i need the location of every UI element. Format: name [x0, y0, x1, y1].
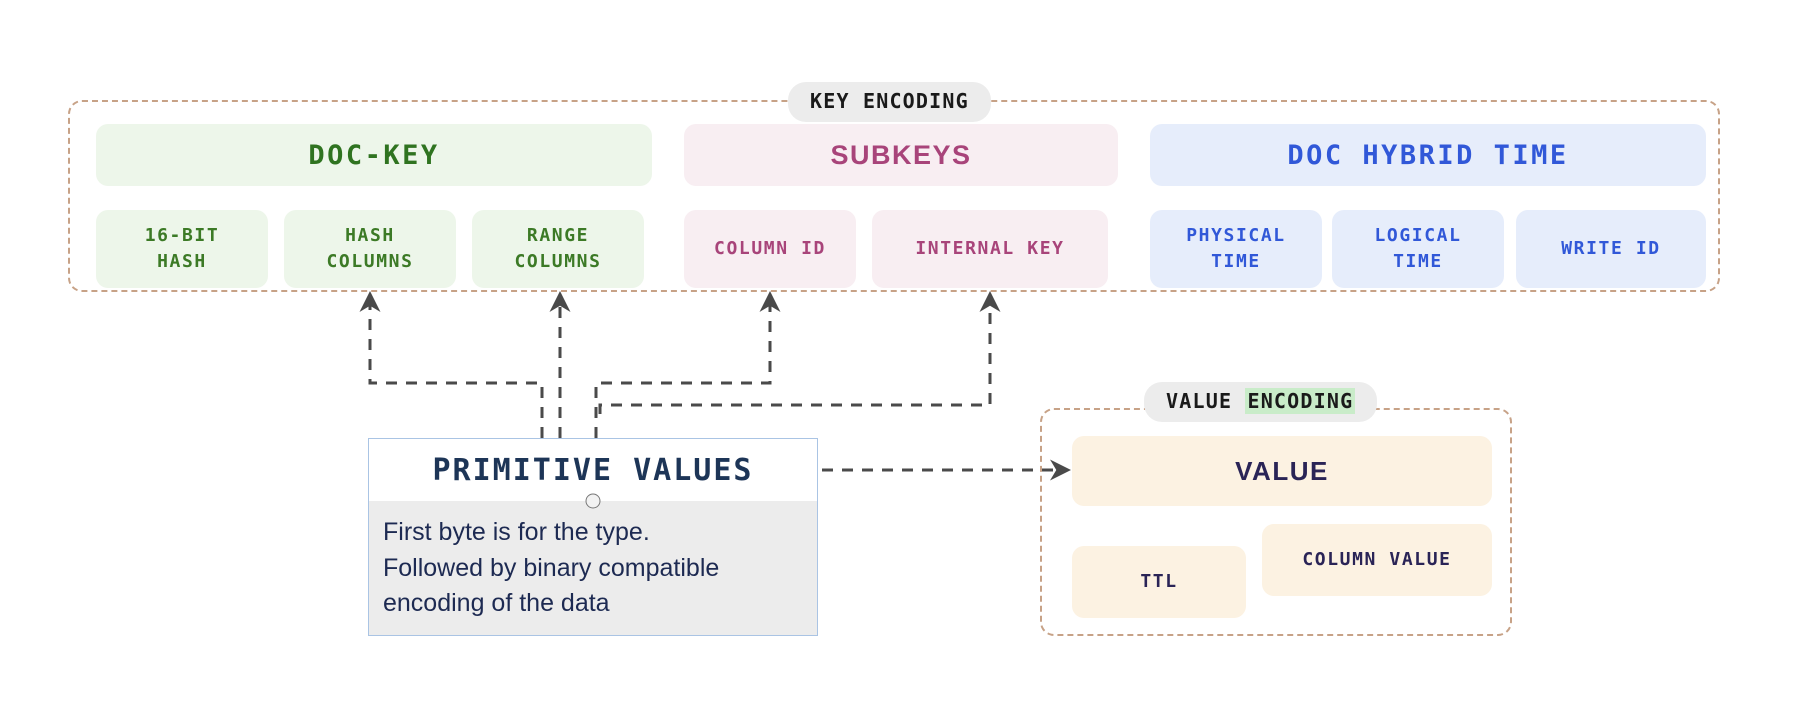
section-header-value: VALUE — [1072, 436, 1492, 506]
leaf-ttl: TTL — [1072, 546, 1246, 618]
section-header-subkeys: SUBKEYS — [684, 124, 1118, 186]
value-encoding-title-highlight: ENCODING — [1245, 388, 1356, 414]
leaf-column-value: COLUMN VALUE — [1262, 524, 1492, 596]
leaf-column-id: COLUMN ID — [684, 210, 856, 288]
value-encoding-title-prefix: VALUE — [1166, 389, 1246, 413]
leaf-hash-columns: HASH COLUMNS — [284, 210, 456, 288]
leaf-physical-time: PHYSICAL TIME — [1150, 210, 1322, 288]
primitive-values-card[interactable]: PRIMITIVE VALUES First byte is for the t… — [368, 438, 818, 636]
connector-to-internal-key — [598, 291, 1001, 414]
leaf-write-id: WRITE ID — [1516, 210, 1706, 288]
section-header-doc-key: DOC-KEY — [96, 124, 652, 186]
resize-handle-icon[interactable] — [585, 493, 601, 509]
primitive-values-description: First byte is for the type. Followed by … — [383, 518, 720, 617]
leaf-range-columns: RANGE COLUMNS — [472, 210, 644, 288]
primitive-values-title: PRIMITIVE VALUES — [369, 439, 817, 501]
key-encoding-title-pill: KEY ENCODING — [788, 82, 991, 122]
leaf-16-bit-hash: 16-BIT HASH — [96, 210, 268, 288]
leaf-internal-key: INTERNAL KEY — [872, 210, 1108, 288]
connector-to-hash-columns — [359, 291, 544, 438]
value-encoding-title-pill: VALUE ENCODING — [1144, 382, 1378, 422]
section-header-doc-hybrid-time: DOC HYBRID TIME — [1150, 124, 1706, 186]
leaf-logical-time: LOGICAL TIME — [1332, 210, 1504, 288]
connector-to-column-id — [594, 291, 781, 438]
